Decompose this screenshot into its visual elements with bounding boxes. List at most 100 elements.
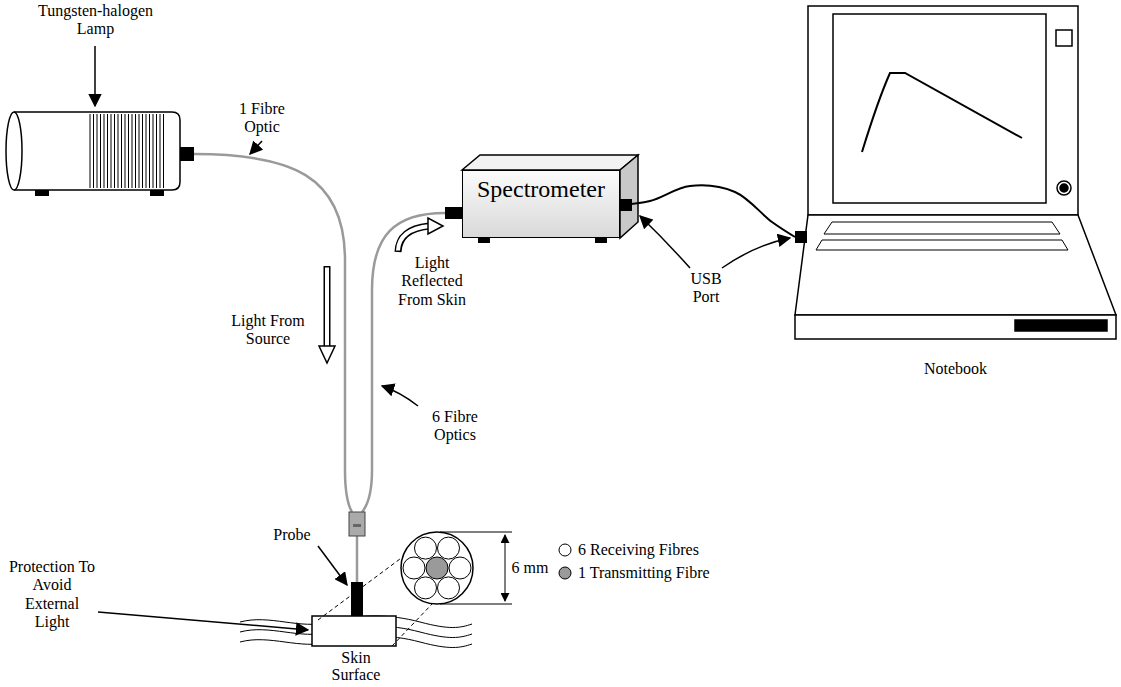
usb-port [795,231,807,243]
lamp-illustration [6,46,194,196]
lamp-node: Tungsten-halogen Lamp [8,2,183,192]
lamp-foot [150,190,164,196]
coil-winding [163,114,164,188]
hollow-arrow-head [319,346,335,363]
fibre-label: 1 Fibre Optic [227,100,297,137]
hollow-arrow-fill [325,268,329,350]
legend-text: 6 Receiving Fibres [578,541,699,559]
receiving-fibre [403,557,425,579]
skin-surface [240,616,472,648]
leader-arrow [382,386,418,406]
coil-winding [90,114,91,188]
hollow-arrow-outline [324,266,331,348]
coil-winding [139,114,140,188]
node-label: Notebook [924,360,987,378]
coil-winding [114,114,115,188]
screen-frame [808,6,1078,215]
legend-sample [558,566,572,580]
housing-top [462,155,638,170]
coil-winding [156,114,157,188]
coil-winding [132,114,133,188]
leader-arrow [722,238,790,268]
leader-arrows [98,141,790,630]
receiving-fibre [438,537,460,559]
node-label: Spectrometer [477,176,605,204]
notebook-illustration [795,6,1116,339]
leader-arrow [94,46,96,106]
receiving-fibre [438,577,460,599]
node-label: Tungsten-halogen Lamp [31,2,161,39]
light-reflected-arrow [398,218,443,252]
notebook-base-top [795,215,1116,315]
fibre-coupler [349,512,365,536]
receiving-fibre [449,557,471,579]
transmitting-fibre [426,557,448,579]
coil-winding [104,114,105,188]
dimension-label: 6 mm [510,559,550,577]
hollow-arrow-outline [398,226,429,252]
coil-winding [111,114,112,188]
notebook-base-front [795,315,1116,339]
receiving-fibre [415,577,437,599]
screen [833,14,1046,203]
housing-foot [595,238,607,243]
coil-winding [128,114,129,188]
coil-winding [97,114,98,188]
coil-winding [118,114,119,188]
coil-winding [107,114,108,188]
fibre-label: 6 Fibre Optics [425,408,485,445]
dimension-line [505,535,506,601]
legend-text: 1 Transmitting Fibre [578,564,710,582]
lamp-fibre-connector [180,147,194,161]
light-path-label: Light Reflected From Skin [387,254,477,309]
inset-line [318,556,404,620]
front-slot [1015,320,1107,331]
dimension-extension [440,532,512,533]
lamp-end [6,112,22,190]
light-path-label: Light From Source [222,312,314,349]
usb-cable [620,185,795,237]
coil-winding [153,114,154,188]
housing-foot [478,238,490,243]
coil-winding [100,114,101,188]
power-button [1057,181,1071,195]
power-button-dot [1060,184,1068,192]
keyboard [816,240,1068,250]
coil-winding [121,114,122,188]
part-label: Skin Surface [321,650,391,684]
lamp-foot [35,190,49,196]
lamp-body [14,112,180,190]
leader-arrow [640,216,690,268]
legend-sample [558,543,572,557]
dimension-extension [440,604,512,605]
coil-winding [135,114,136,188]
keyboard [824,222,1060,234]
coil-winding [125,114,126,188]
light-shield [312,616,396,646]
coil-winding [93,114,94,188]
leader-arrow [318,546,347,585]
legend-entry: 1 Transmitting Fibre [558,564,710,582]
receiving-fibres [403,537,471,599]
coil-winding [149,114,150,188]
inset-line [392,604,432,646]
part-label: Protection To Avoid External Light [6,558,98,632]
probe [351,582,363,616]
spectrometer-housing [445,155,638,243]
hollow-arrow-head [428,218,443,234]
part-label: Probe [264,526,320,544]
probe-face [401,532,473,604]
spectrum-curve [862,73,1022,152]
port-label: USB Port [684,270,728,307]
screen-icon [1056,30,1072,46]
notebook-node: Notebook [795,0,1116,378]
fibre-coupler-band [353,524,361,527]
light-from-source-arrow [319,266,335,363]
coil-winding [146,114,147,188]
fibre-optic [194,154,352,512]
fibre-optic [356,536,359,582]
lamp-filament-coil [90,114,164,188]
